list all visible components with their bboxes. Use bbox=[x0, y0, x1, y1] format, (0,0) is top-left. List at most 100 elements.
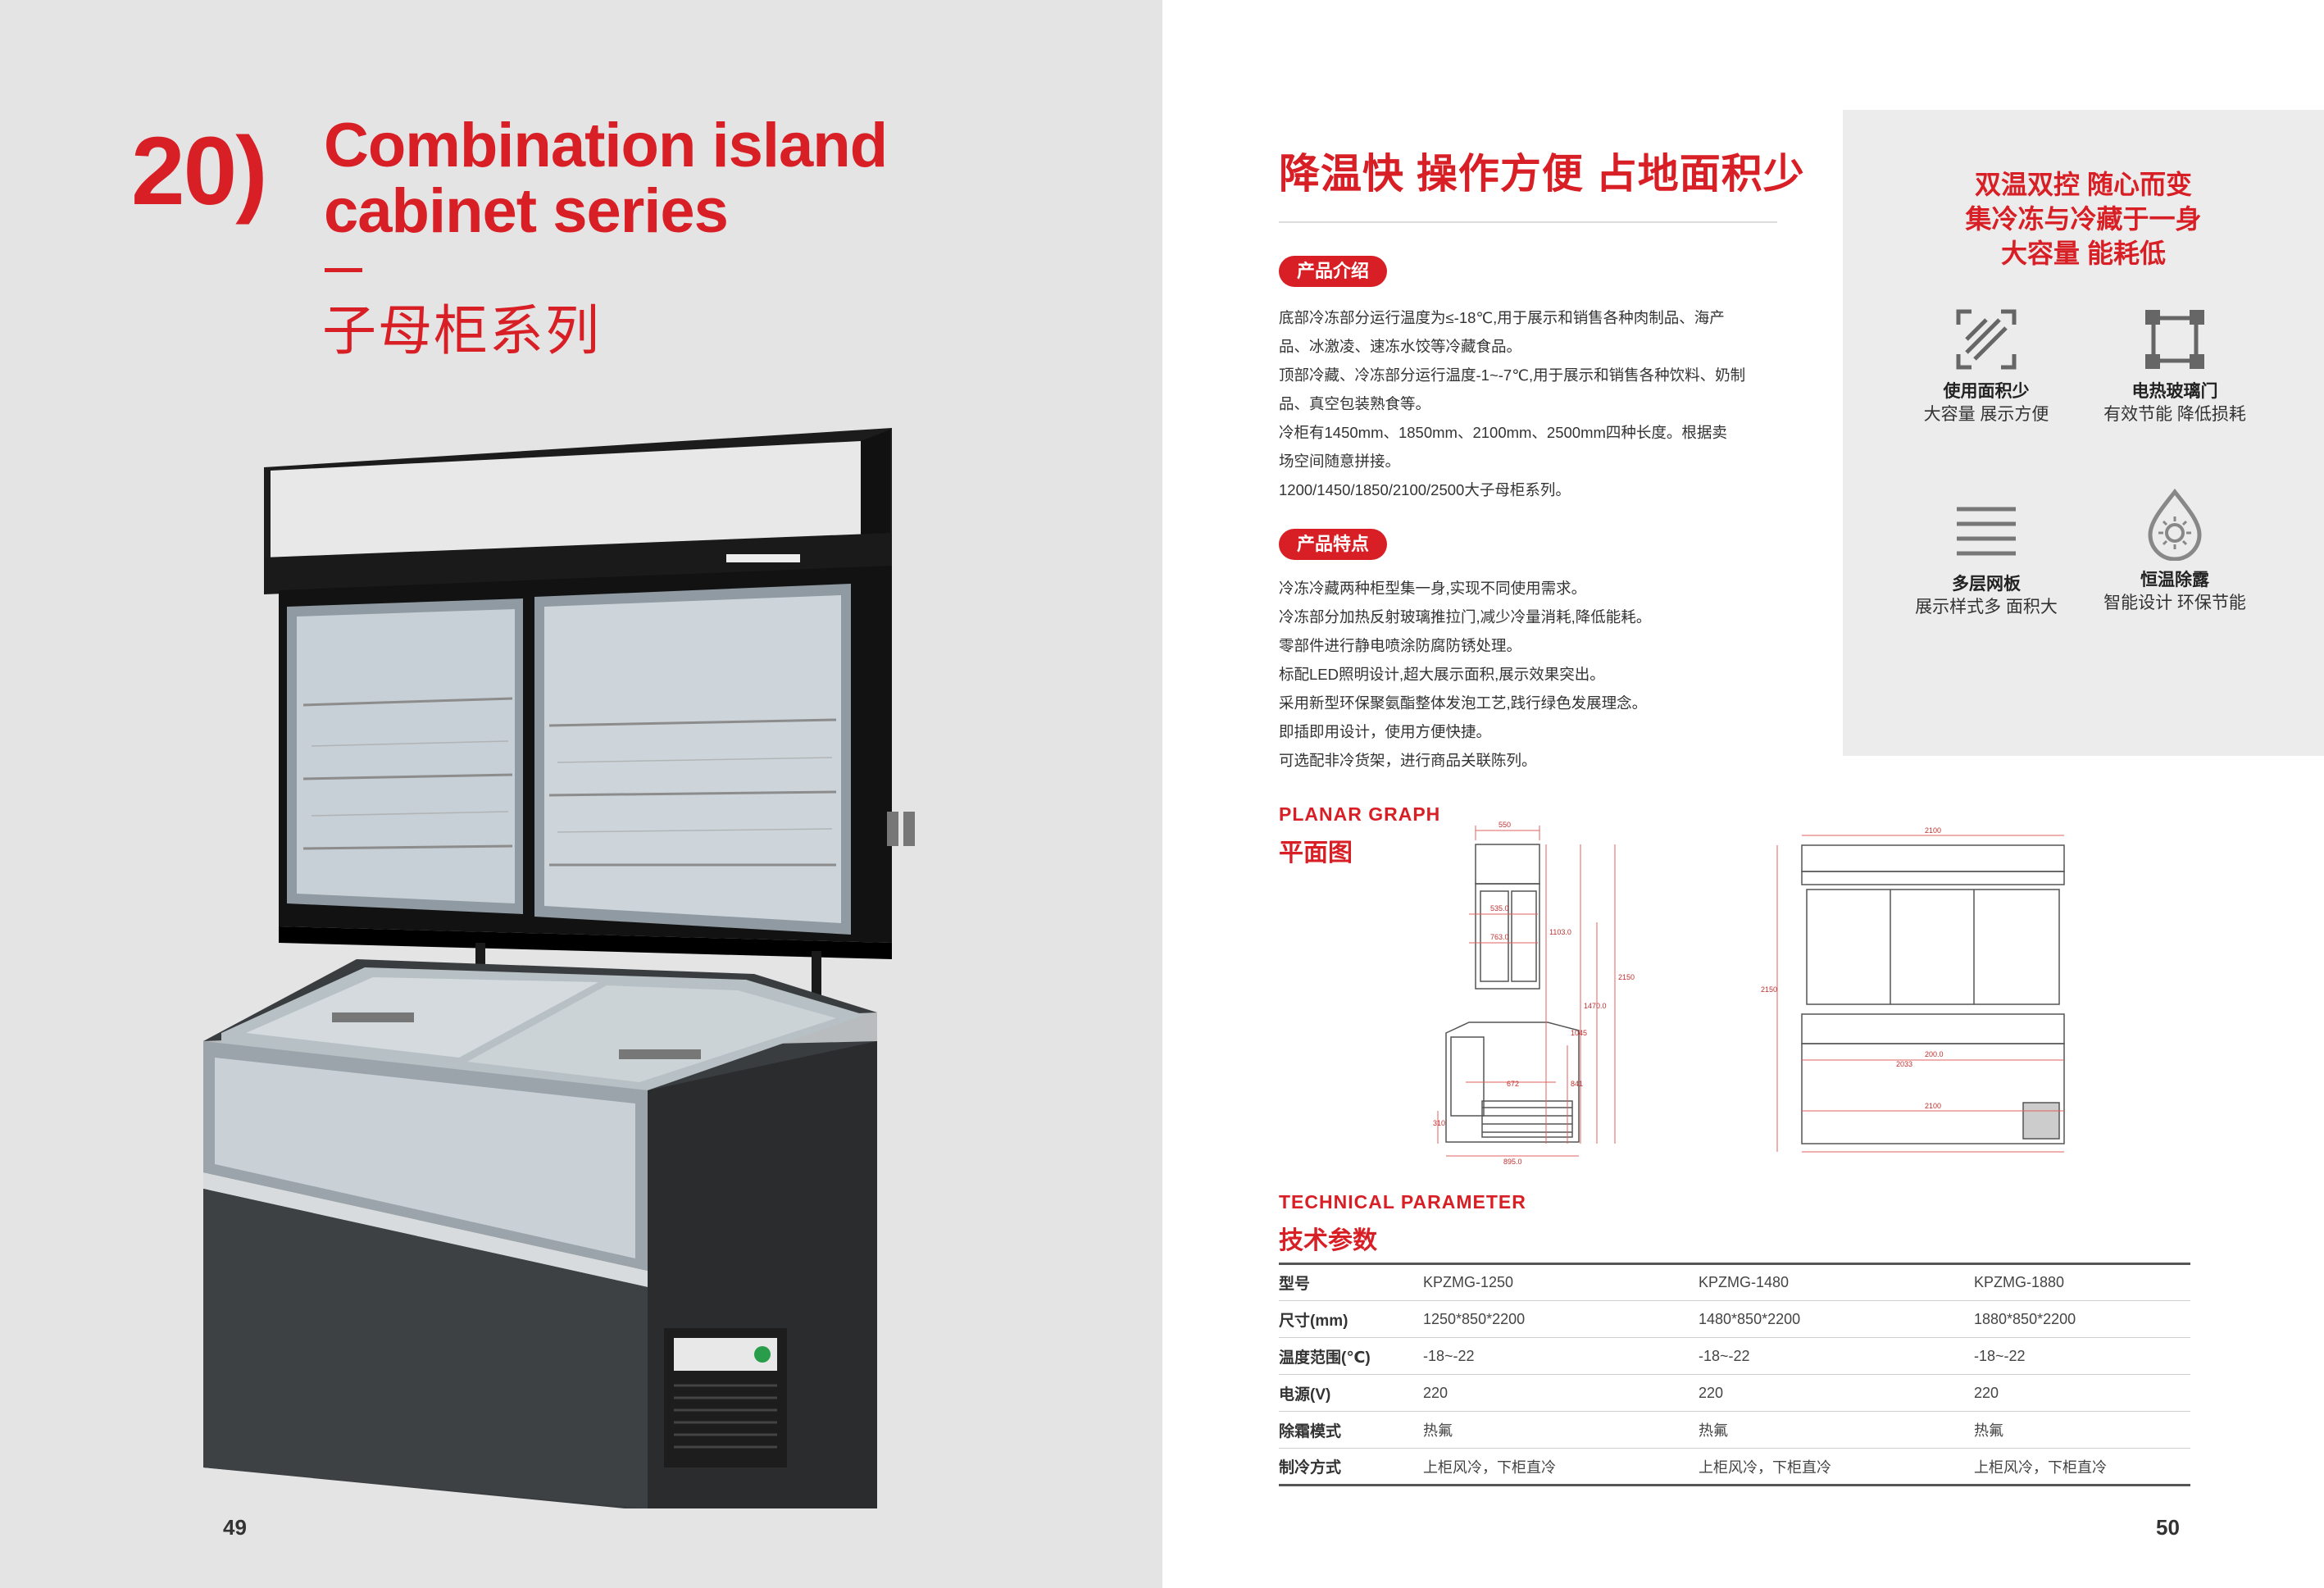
right-page: 降温快 操作方便 占地面积少 产品介绍 底部冷冻部分运行温度为≤-18℃,用于展… bbox=[1162, 0, 2324, 1588]
table-cell: 上柜风冷，下柜直冷 bbox=[1974, 1448, 2190, 1486]
dim-label: 2150 bbox=[1618, 973, 1635, 981]
front-view-drawing: 2100 2150 200.0 2033 2100 bbox=[1761, 826, 2065, 1153]
dim-label: 200.0 bbox=[1925, 1050, 1944, 1058]
headline: 降温快 操作方便 占地面积少 bbox=[1279, 151, 1805, 197]
dim-label: 2150 bbox=[1761, 985, 1777, 994]
table-row: 除霜模式 热氟 热氟 热氟 bbox=[1279, 1411, 2190, 1449]
dim-label: 1470.0 bbox=[1584, 1002, 1607, 1010]
table-cell: 1250*850*2200 bbox=[1423, 1300, 1699, 1338]
dim-label: 895.0 bbox=[1503, 1158, 1522, 1166]
dim-label: 535.0 bbox=[1490, 904, 1509, 912]
table-cell: -18~-22 bbox=[1974, 1337, 2190, 1375]
table-cell: 热氟 bbox=[1974, 1411, 2190, 1449]
feature-item-title: 电热玻璃门 bbox=[2131, 382, 2218, 401]
series-title-line2: cabinet series bbox=[324, 176, 729, 246]
shelves-icon bbox=[1957, 507, 2016, 556]
intro-label: 产品介绍 bbox=[1279, 256, 1388, 287]
table-cell: 220 bbox=[1974, 1374, 2190, 1412]
table-cell: KPZMG-1250 bbox=[1423, 1263, 1699, 1301]
feature-item-title: 多层网板 bbox=[1952, 575, 2021, 594]
feature-item-sub: 展示样式多 面积大 bbox=[1915, 598, 2058, 617]
dim-label: 1103.0 bbox=[1549, 928, 1571, 936]
feature-line: 即插即用设计，使用方便快捷。 bbox=[1279, 723, 1492, 740]
table-cell: 热氟 bbox=[1699, 1411, 1974, 1449]
row-label: 型号 bbox=[1279, 1263, 1423, 1301]
intro-line: 顶部冷藏、冷冻部分运行温度-1~-7℃,用于展示和销售各种饮料、奶制 bbox=[1279, 366, 1746, 384]
row-label: 尺寸(mm) bbox=[1279, 1300, 1423, 1338]
row-label: 除霜模式 bbox=[1279, 1411, 1423, 1449]
planar-title-cn: 平面图 bbox=[1279, 840, 1353, 867]
table-cell: KPZMG-1880 bbox=[1974, 1263, 2190, 1301]
feature-line: 零部件进行静电喷涂防腐防锈处理。 bbox=[1279, 637, 1522, 654]
feature-item-area: 使用面积少 大容量 展示方便 bbox=[1884, 307, 2089, 426]
product-photo bbox=[203, 428, 915, 1508]
table-cell: KPZMG-1480 bbox=[1699, 1263, 1974, 1301]
series-title: Combination island cabinet series bbox=[324, 111, 888, 246]
area-icon bbox=[1956, 309, 2017, 370]
intro-line: 品、真空包装熟食等。 bbox=[1279, 395, 1431, 412]
feature-line: 冷冻冷藏两种柜型集一身,实现不同使用需求。 bbox=[1279, 580, 1587, 597]
feature-box-heading: 双温双控 随心而变 集冷冻与冷藏于一身 大容量 能耗低 bbox=[1843, 167, 2324, 271]
table-cell: -18~-22 bbox=[1423, 1337, 1699, 1375]
heading-line: 集冷冻与冷藏于一身 bbox=[1965, 204, 2202, 234]
intro-line: 冷柜有1450mm、1850mm、2100mm、2500mm四种长度。根据卖 bbox=[1279, 424, 1727, 441]
feature-box: 双温双控 随心而变 集冷冻与冷藏于一身 大容量 能耗低 使用面积少 大容量 展示… bbox=[1843, 110, 2324, 756]
intro-line: 场空间随意拼接。 bbox=[1279, 453, 1401, 470]
page-number-left: 49 bbox=[223, 1515, 247, 1540]
heading-line: 大容量 能耗低 bbox=[2001, 239, 2166, 268]
table-cell: 220 bbox=[1423, 1374, 1699, 1412]
feature-item-glass-door: 电热玻璃门 有效节能 降低损耗 bbox=[2072, 307, 2277, 426]
dim-label: 763.0 bbox=[1490, 933, 1509, 941]
feature-item-sub: 智能设计 环保节能 bbox=[2103, 594, 2246, 612]
feature-item-sub: 大容量 展示方便 bbox=[1923, 405, 2049, 424]
table-cell: 1480*850*2200 bbox=[1699, 1300, 1974, 1338]
table-cell: -18~-22 bbox=[1699, 1337, 1974, 1375]
tech-title-cn: 技术参数 bbox=[1279, 1227, 1377, 1254]
page-number-right: 50 bbox=[2156, 1515, 2180, 1540]
dim-label: 2100 bbox=[1925, 1102, 1941, 1110]
tech-title-en: TECHNICAL PARAMETER bbox=[1279, 1191, 1526, 1213]
left-page: 20) Combination island cabinet series 子母… bbox=[0, 0, 1162, 1588]
feature-item-sub: 有效节能 降低损耗 bbox=[2103, 405, 2246, 424]
series-title-line1: Combination island bbox=[324, 111, 888, 180]
table-row: 尺寸(mm) 1250*850*2200 1480*850*2200 1880*… bbox=[1279, 1300, 2190, 1338]
side-view-drawing: 550 535.0 763.0 1103.0 1470.0 1045 841 3… bbox=[1433, 821, 1635, 1166]
dim-label: 2100 bbox=[1925, 826, 1941, 835]
table-cell: 上柜风冷，下柜直冷 bbox=[1423, 1448, 1699, 1486]
table-cell: 上柜风冷，下柜直冷 bbox=[1699, 1448, 1974, 1486]
title-divider bbox=[325, 268, 362, 272]
dim-label: 1045 bbox=[1571, 1029, 1587, 1037]
feature-line: 采用新型环保聚氨酯整体发泡工艺,践行绿色发展理念。 bbox=[1279, 694, 1648, 712]
dim-label: 841 bbox=[1571, 1080, 1583, 1088]
series-title-cn: 子母柜系列 bbox=[322, 300, 601, 361]
dim-label: 2033 bbox=[1896, 1060, 1912, 1068]
feature-item-title: 使用面积少 bbox=[1943, 382, 2030, 401]
headline-rule bbox=[1279, 221, 1777, 223]
planar-title-en: PLANAR GRAPH bbox=[1279, 803, 1441, 825]
dim-label: 672 bbox=[1507, 1080, 1519, 1088]
row-label: 制冷方式 bbox=[1279, 1448, 1423, 1486]
table-cell: 220 bbox=[1699, 1374, 1974, 1412]
intro-line: 底部冷冻部分运行温度为≤-18℃,用于展示和销售各种肉制品、海产 bbox=[1279, 309, 1725, 326]
row-label: 温度范围(℃) bbox=[1279, 1337, 1423, 1375]
features-text: 冷冻冷藏两种柜型集一身,实现不同使用需求。 冷冻部分加热反射玻璃推拉门,减少冷量… bbox=[1279, 574, 1787, 775]
dim-label: 550 bbox=[1499, 821, 1511, 829]
table-row: 温度范围(℃) -18~-22 -18~-22 -18~-22 bbox=[1279, 1337, 2190, 1375]
intro-line: 品、冰激凌、速冻水饺等冷藏食品。 bbox=[1279, 338, 1522, 355]
feature-line: 标配LED照明设计,超大展示面积,展示效果突出。 bbox=[1279, 666, 1605, 683]
feature-item-shelves: 多层网板 展示样式多 面积大 bbox=[1884, 499, 2089, 619]
feature-line: 冷冻部分加热反射玻璃推拉门,减少冷量消耗,降低能耗。 bbox=[1279, 608, 1652, 626]
defog-icon bbox=[2148, 488, 2202, 561]
tech-table: 型号 KPZMG-1250 KPZMG-1480 KPZMG-1880 尺寸(m… bbox=[1279, 1263, 2190, 1486]
heading-line: 双温双控 随心而变 bbox=[1975, 170, 2192, 199]
feature-item-defog: 恒温除露 智能设计 环保节能 bbox=[2072, 487, 2277, 615]
table-row: 型号 KPZMG-1250 KPZMG-1480 KPZMG-1880 bbox=[1279, 1263, 2190, 1301]
feature-item-title: 恒温除露 bbox=[2140, 571, 2209, 589]
feature-line: 可选配非冷货架，进行商品关联陈列。 bbox=[1279, 752, 1537, 769]
glass-door-icon bbox=[2145, 310, 2204, 369]
row-label: 电源(V) bbox=[1279, 1374, 1423, 1412]
table-row: 电源(V) 220 220 220 bbox=[1279, 1374, 2190, 1412]
intro-text: 底部冷冻部分运行温度为≤-18℃,用于展示和销售各种肉制品、海产 品、冰激凌、速… bbox=[1279, 303, 1787, 504]
table-cell: 1880*850*2200 bbox=[1974, 1300, 2190, 1338]
dim-label: 310 bbox=[1433, 1119, 1445, 1127]
